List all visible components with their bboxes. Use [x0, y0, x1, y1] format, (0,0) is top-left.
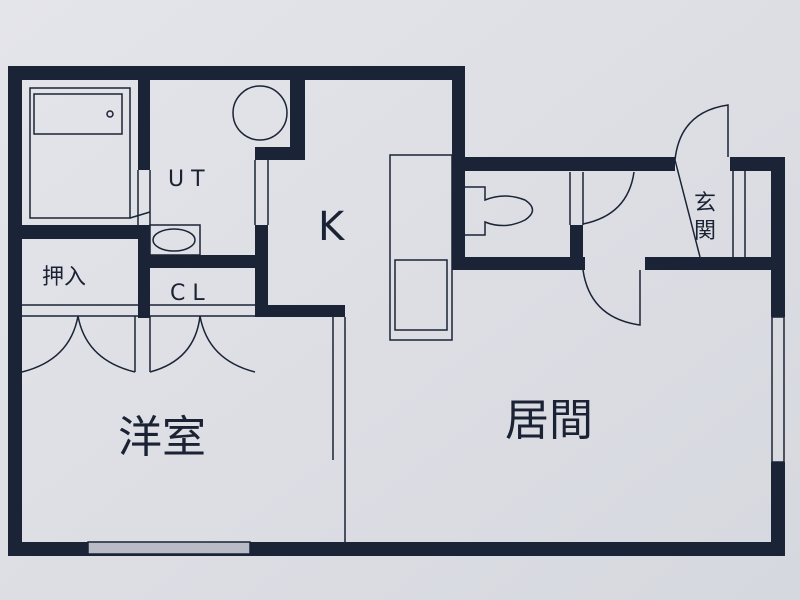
label-kitchen: K — [318, 204, 346, 250]
washbasin-icon — [149, 224, 201, 256]
toilet-door-icon — [582, 171, 635, 225]
toilet-icon — [465, 186, 534, 236]
kitchen-counter — [389, 154, 453, 341]
label-closet: C L — [170, 281, 205, 306]
window-bottom — [87, 541, 251, 555]
label-entrance-1: 玄 — [694, 191, 716, 216]
washing-machine-icon — [232, 85, 288, 141]
room-labels: U T K 押入 C L 洋室 居間 玄 関 — [42, 167, 716, 463]
bathtub-icon — [29, 87, 131, 219]
closet-door-icon — [21, 315, 136, 373]
entrance-door-icon — [674, 104, 729, 258]
label-western-room: 洋室 — [118, 412, 206, 463]
fixtures — [21, 85, 785, 555]
living-door-icon — [582, 269, 641, 326]
label-living-room: 居間 — [505, 395, 593, 446]
window-right — [771, 316, 785, 463]
label-entrance-2: 関 — [694, 219, 716, 244]
label-oshiire: 押入 — [42, 265, 86, 290]
label-ut: U T — [168, 167, 205, 192]
